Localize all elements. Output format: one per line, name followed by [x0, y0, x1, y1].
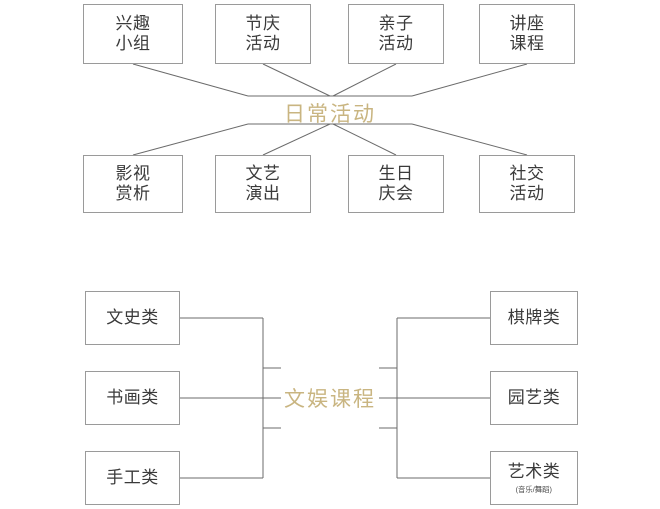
node-label-line: 园艺类: [507, 387, 561, 407]
node-gardening[interactable]: 园艺类: [490, 371, 578, 425]
node-calligraphy-painting[interactable]: 书画类: [85, 371, 180, 425]
node-label-line: 影视: [115, 163, 151, 183]
node-social-activity[interactable]: 社交 活动: [479, 155, 575, 213]
node-lecture-course[interactable]: 讲座 课程: [479, 4, 575, 64]
hub-label-culture-entertainment-courses: 文娱课程: [284, 388, 376, 411]
connector-arts-performance: [262, 123, 331, 156]
node-parent-child-activity[interactable]: 亲子 活动: [348, 4, 444, 64]
node-label-line: 节庆: [245, 13, 281, 33]
node-label-line: 亲子: [378, 13, 414, 33]
node-label-line: 课程: [509, 34, 545, 53]
node-handicraft[interactable]: 手工类: [85, 451, 180, 505]
connector-lecture-course: [411, 63, 528, 97]
node-label-line: 生日: [378, 163, 414, 183]
node-festival-activity[interactable]: 节庆 活动: [215, 4, 311, 64]
node-arts[interactable]: 艺术类 (音乐/舞蹈): [490, 451, 578, 505]
node-label-line: 活动: [245, 34, 281, 53]
node-label-line: 文史类: [106, 307, 159, 327]
node-label-line: 艺术类: [507, 461, 561, 481]
node-interest-group[interactable]: 兴趣 小组: [83, 4, 183, 64]
node-label-line: 棋牌类: [507, 307, 561, 327]
connector-interest-group: [132, 63, 249, 97]
connector-birthday-party: [332, 123, 397, 156]
node-chess-cards[interactable]: 棋牌类: [490, 291, 578, 345]
connector-festival-activity: [262, 63, 331, 97]
node-label-line: 讲座: [509, 13, 545, 33]
node-label-line: 演出: [245, 184, 281, 203]
connector-parent-child-activity: [332, 63, 397, 97]
node-sublabel-arts: (音乐/舞蹈): [515, 485, 553, 494]
node-film-appreciation[interactable]: 影视 赏析: [83, 155, 183, 213]
node-arts-performance[interactable]: 文艺 演出: [215, 155, 311, 213]
node-label-line: 庆会: [378, 184, 414, 203]
node-label-line: 小组: [115, 34, 151, 53]
node-label-line: 兴趣: [115, 13, 151, 33]
node-birthday-party[interactable]: 生日 庆会: [348, 155, 444, 213]
connector-social-activity: [411, 123, 528, 156]
node-literature-history[interactable]: 文史类: [85, 291, 180, 345]
node-label-line: 文艺: [245, 163, 281, 183]
node-label-line: 赏析: [115, 184, 151, 203]
connector-film-appreciation: [132, 123, 249, 156]
node-label-line: 手工类: [106, 467, 159, 487]
node-label-line: 活动: [378, 34, 414, 53]
node-label-line: 书画类: [106, 387, 159, 407]
hub-label-daily-activities: 日常活动: [284, 103, 376, 126]
node-label-line: 社交: [509, 163, 545, 183]
node-label-line: 活动: [509, 184, 545, 203]
